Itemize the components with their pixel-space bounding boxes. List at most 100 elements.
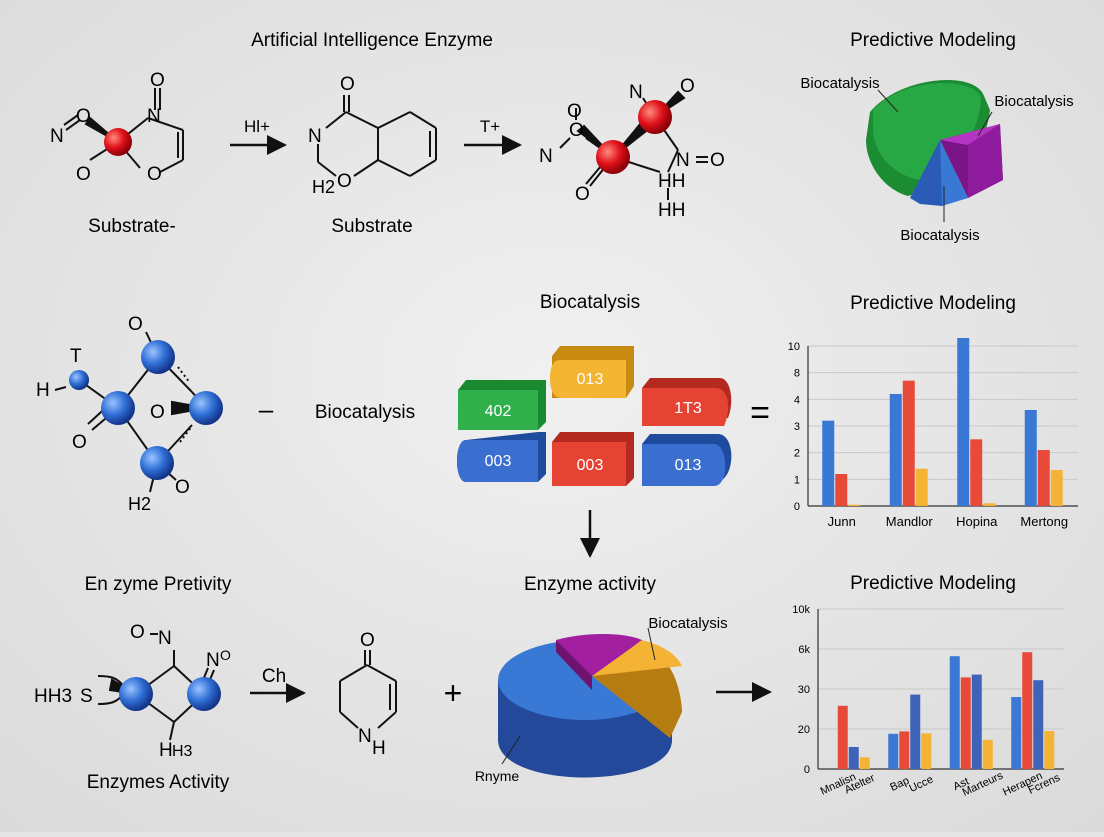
bar (848, 504, 861, 506)
plus-symbol: + (444, 675, 463, 711)
atom-label: N (358, 726, 372, 747)
y-tick-label: 0 (794, 501, 800, 513)
atom-label: H (372, 738, 386, 759)
molecule-substrate-2 (317, 95, 437, 177)
atom-label: O (220, 647, 231, 663)
block-label: 1T3 (674, 400, 702, 417)
equals-symbol: = (750, 394, 770, 432)
pie-label: Biocatalysis (994, 93, 1073, 110)
bar (915, 468, 928, 506)
atom-label: O (130, 622, 145, 643)
y-tick-label: 20 (798, 724, 810, 736)
atom-red (638, 100, 672, 134)
atom-blue (189, 391, 223, 425)
atom-blue (69, 370, 89, 390)
atom-label: N (629, 82, 643, 103)
arrow-label: Hl+ (244, 117, 270, 136)
bar (1022, 652, 1033, 769)
bar (1044, 731, 1055, 769)
pie3d-bottom (498, 634, 682, 778)
atom-red (104, 128, 132, 156)
y-tick-label: 6k (798, 644, 810, 656)
molecule-label: Enzymes Activity (87, 772, 230, 793)
pie-label: Rnyme (475, 768, 520, 784)
atom-label: N (147, 106, 161, 127)
bar (822, 420, 835, 506)
atom-blue (187, 677, 221, 711)
y-tick-label: 2 (794, 448, 800, 460)
pie3d-top (866, 80, 1003, 206)
pie-label: Biocatalysis (800, 75, 879, 92)
y-tick-label: 1 (794, 474, 800, 486)
block-label: 003 (485, 453, 512, 470)
atom-label: O (72, 432, 87, 453)
pie-bottom-title: Enzyme activity (524, 574, 656, 595)
bar (971, 674, 982, 769)
atom-label: HH (658, 171, 685, 192)
bar (949, 656, 960, 769)
bar (1033, 680, 1044, 769)
atom-label: N (50, 126, 64, 147)
atom-label: N (206, 650, 220, 671)
block-label: 402 (485, 403, 512, 420)
atom-label: O (175, 477, 190, 498)
arrow-label: T+ (480, 117, 500, 136)
bar (902, 380, 915, 506)
atom-label: T (70, 346, 82, 367)
bar (899, 731, 910, 769)
molecule-6 (339, 650, 397, 729)
pie-top-title: Predictive Modeling (850, 30, 1016, 51)
atom-label: O (337, 171, 352, 192)
arrow-label: Ch (262, 666, 286, 687)
atom-label: H (159, 740, 173, 761)
bar (970, 439, 983, 506)
bar (1024, 410, 1037, 506)
bar (889, 394, 902, 506)
bars-bottom-title: Predictive Modeling (850, 573, 1016, 594)
bar (921, 733, 932, 769)
bar (960, 677, 971, 769)
atom-label: O (340, 74, 355, 95)
bar (835, 474, 848, 506)
y-tick-label: 0 (804, 764, 810, 776)
atom-label: O (150, 402, 165, 423)
atom-label: S (80, 686, 93, 707)
atom-blue (101, 391, 135, 425)
atom-label: HH (658, 200, 685, 221)
bar (910, 694, 921, 769)
row1-title: Artificial Intelligence Enzyme (251, 30, 493, 51)
bar (983, 503, 996, 506)
bar (1011, 697, 1022, 769)
bar (837, 705, 848, 769)
atom-blue (119, 677, 153, 711)
y-tick-label: 10k (792, 604, 810, 616)
y-tick-label: 10 (788, 341, 800, 353)
atom-label: O (150, 70, 165, 91)
molecule-label: Substrate- (88, 216, 176, 237)
blocks-title: Biocatalysis (540, 292, 640, 313)
atom-label: O (147, 164, 162, 185)
block-label: 013 (577, 371, 604, 388)
pie-label: Biocatalysis (900, 227, 979, 244)
atom-label: N (539, 146, 553, 167)
bars-mid-title: Predictive Modeling (850, 293, 1016, 314)
bar (859, 757, 870, 769)
row3-left-title: En zyme Pretivity (85, 574, 232, 595)
atom-label: O (680, 76, 695, 97)
bar (848, 747, 859, 769)
atom-label: O (128, 314, 143, 335)
atom-red (596, 140, 630, 174)
atom-label: O (360, 630, 375, 651)
bar (957, 338, 970, 506)
atom-label: O (567, 101, 582, 122)
block-label: 003 (577, 457, 604, 474)
atom-label: H2 (128, 494, 151, 514)
blocks-group (457, 346, 732, 486)
molecule-label: Substrate (331, 216, 412, 237)
bar (982, 739, 993, 769)
x-tick-label: Mertong (1020, 514, 1068, 529)
